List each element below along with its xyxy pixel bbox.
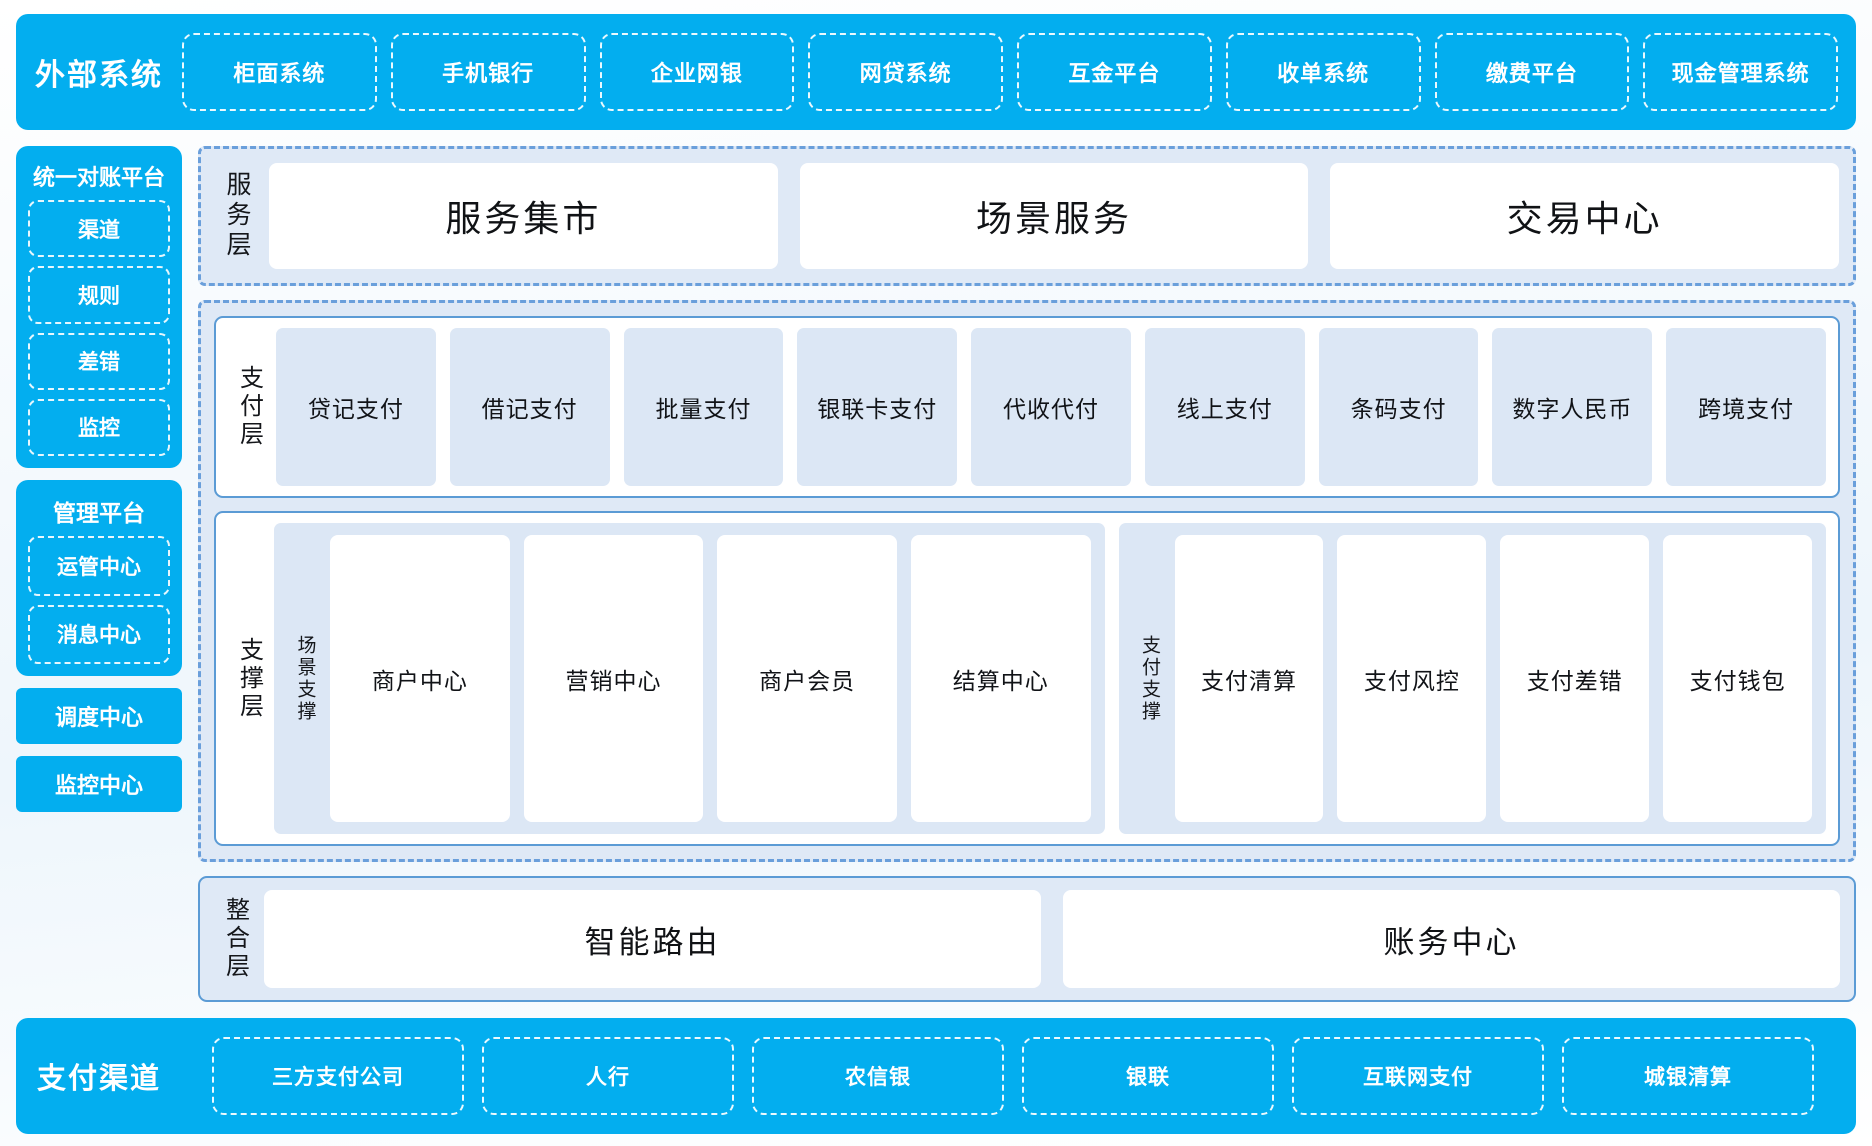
service-layer-cards: 服务集市 场景服务 交易中心	[269, 163, 1840, 269]
payment-layer: 支付层 贷记支付 借记支付 批量支付 银联卡支付 代收代付 线上支付 条码支付 …	[214, 316, 1840, 498]
support-card-payment-error[interactable]: 支付差错	[1500, 535, 1650, 822]
payment-channel-item[interactable]: 互联网支付	[1292, 1037, 1544, 1115]
integration-card-accounting-center[interactable]: 账务中心	[1063, 890, 1840, 988]
support-card-marketing-center[interactable]: 营销中心	[523, 535, 704, 822]
service-card-scenario[interactable]: 场景服务	[799, 163, 1309, 269]
external-system-item[interactable]: 互金平台	[1017, 33, 1212, 111]
support-card-payment-wallet[interactable]: 支付钱包	[1663, 535, 1812, 822]
sidebar-item-message-center[interactable]: 消息中心	[28, 604, 170, 664]
integration-layer: 整合层 智能路由 账务中心	[198, 876, 1856, 1002]
payment-card-credit[interactable]: 贷记支付	[276, 328, 436, 486]
payment-channel-item[interactable]: 人行	[482, 1037, 734, 1115]
sidebar-item-error[interactable]: 差错	[28, 332, 170, 390]
payment-channel-item[interactable]: 城银清算	[1562, 1037, 1814, 1115]
reconciliation-platform-panel: 统一对账平台 渠道 规则 差错 监控	[16, 146, 182, 468]
integration-card-smart-routing[interactable]: 智能路由	[264, 890, 1041, 988]
payment-channels-list: 三方支付公司 人行 农信银 银联 互联网支付 城银清算	[182, 1037, 1842, 1115]
left-sidebar: 统一对账平台 渠道 规则 差错 监控 管理平台 运管中心 消息中心 调度中心 监…	[16, 146, 182, 1002]
support-card-merchant-member[interactable]: 商户会员	[717, 535, 897, 822]
middle-region: 统一对账平台 渠道 规则 差错 监控 管理平台 运管中心 消息中心 调度中心 监…	[16, 146, 1856, 1002]
payment-card-collection-payment[interactable]: 代收代付	[971, 328, 1131, 486]
external-system-item[interactable]: 企业网银	[599, 33, 795, 111]
support-card-settlement-center[interactable]: 结算中心	[910, 535, 1091, 822]
payment-card-online[interactable]: 线上支付	[1144, 328, 1305, 486]
payment-card-digital-rmb[interactable]: 数字人民币	[1492, 328, 1653, 486]
service-card-marketplace[interactable]: 服务集市	[269, 163, 778, 269]
external-system-item[interactable]: 柜面系统	[182, 33, 377, 111]
payment-channels-title: 支付渠道	[36, 1063, 161, 1095]
payment-card-cross-border[interactable]: 跨境支付	[1666, 328, 1827, 486]
support-card-payment-risk[interactable]: 支付风控	[1337, 535, 1487, 822]
payment-channels-band: 支付渠道 三方支付公司 人行 农信银 银联 互联网支付 城银清算	[16, 1018, 1856, 1134]
external-system-item[interactable]: 现金管理系统	[1643, 33, 1838, 111]
core-layers-group: 支付层 贷记支付 借记支付 批量支付 银联卡支付 代收代付 线上支付 条码支付 …	[198, 300, 1856, 862]
payment-channel-item[interactable]: 银联	[1022, 1037, 1274, 1115]
payment-support-cards: 支付清算 支付风控 支付差错 支付钱包	[1174, 535, 1812, 822]
payment-channel-item[interactable]: 三方支付公司	[212, 1037, 464, 1115]
scenario-support-cards: 商户中心 营销中心 商户会员 结算中心	[330, 535, 1091, 822]
support-layer: 支撑层 场景支撑 商户中心 营销中心 商户会员 结算中心	[214, 511, 1840, 846]
service-layer: 服务层 服务集市 场景服务 交易中心	[198, 146, 1856, 286]
integration-layer-cards: 智能路由 账务中心	[264, 890, 1840, 988]
support-card-merchant-center[interactable]: 商户中心	[330, 535, 510, 822]
scenario-support-group: 场景支撑 商户中心 营销中心 商户会员 结算中心	[274, 523, 1105, 834]
sidebar-item-operations-center[interactable]: 运管中心	[28, 536, 170, 596]
external-system-item[interactable]: 收单系统	[1225, 33, 1421, 111]
external-system-item[interactable]: 手机银行	[390, 33, 586, 111]
external-systems-band: 外部系统 柜面系统 手机银行 企业网银 网贷系统 互金平台 收单系统 缴费平台 …	[16, 14, 1856, 130]
main-stack: 服务层 服务集市 场景服务 交易中心 支付层 贷记支付 借记支付 批量支付 银联…	[198, 146, 1856, 1002]
reconciliation-platform-title: 统一对账平台	[32, 165, 165, 190]
management-platform-panel: 管理平台 运管中心 消息中心	[16, 480, 182, 676]
support-card-payment-clearing[interactable]: 支付清算	[1174, 535, 1324, 822]
payment-card-barcode[interactable]: 条码支付	[1318, 328, 1479, 486]
payment-layer-label: 支付层	[235, 365, 263, 449]
payment-layer-cards: 贷记支付 借记支付 批量支付 银联卡支付 代收代付 线上支付 条码支付 数字人民…	[276, 328, 1827, 486]
external-systems-title: 外部系统	[35, 59, 163, 92]
external-system-item[interactable]: 缴费平台	[1434, 33, 1630, 111]
payment-support-group: 支付支撑 支付清算 支付风控 支付差错 支付钱包	[1118, 523, 1826, 834]
support-layer-groups: 场景支撑 商户中心 营销中心 商户会员 结算中心 支付支撑 支付清算	[274, 523, 1826, 834]
management-platform-title: 管理平台	[53, 500, 145, 526]
sidebar-item-channel[interactable]: 渠道	[28, 200, 170, 258]
external-system-item[interactable]: 网贷系统	[808, 33, 1003, 111]
service-card-transaction-center[interactable]: 交易中心	[1330, 163, 1840, 269]
payment-support-label: 支付支撑	[1139, 634, 1160, 723]
payment-card-unionpay[interactable]: 银联卡支付	[797, 328, 958, 486]
external-systems-list: 柜面系统 手机银行 企业网银 网贷系统 互金平台 收单系统 缴费平台 现金管理系…	[182, 33, 1842, 111]
reconciliation-platform-items: 渠道 规则 差错 监控	[28, 200, 170, 456]
sidebar-item-scheduling-center[interactable]: 调度中心	[16, 688, 182, 744]
payment-card-debit[interactable]: 借记支付	[449, 328, 610, 486]
payment-channel-item[interactable]: 农信银	[752, 1037, 1004, 1115]
support-layer-label: 支撑层	[235, 636, 263, 721]
integration-layer-label: 整合层	[221, 897, 249, 981]
sidebar-item-monitor[interactable]: 监控	[28, 398, 170, 456]
sidebar-item-rule[interactable]: 规则	[28, 266, 170, 324]
service-layer-label: 服务层	[223, 171, 251, 261]
payment-card-batch[interactable]: 批量支付	[623, 328, 784, 486]
sidebar-item-monitoring-center[interactable]: 监控中心	[16, 756, 182, 812]
scenario-support-label: 场景支撑	[294, 634, 316, 723]
management-platform-items: 运管中心 消息中心	[28, 536, 170, 664]
